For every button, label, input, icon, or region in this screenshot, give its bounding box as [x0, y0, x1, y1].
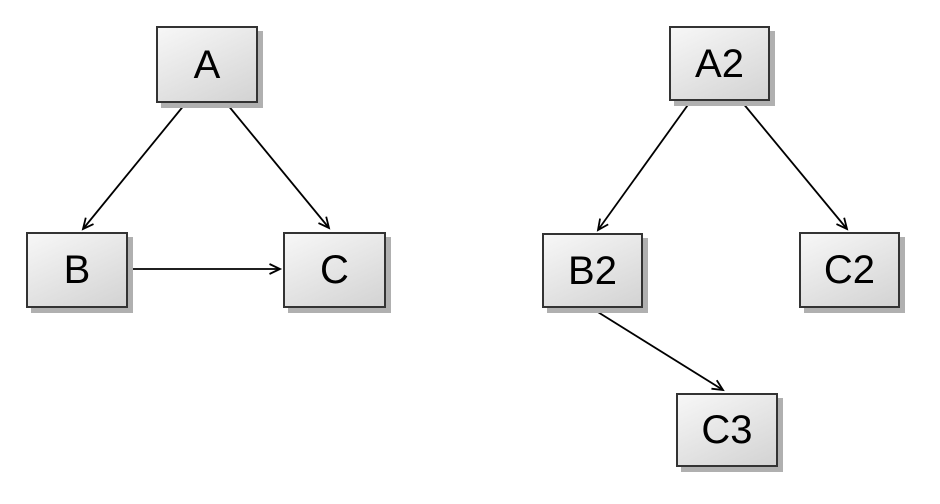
node-label: C2 [823, 248, 876, 292]
node-label: C [320, 248, 349, 292]
edge-A2-to-C2[interactable] [741, 101, 849, 231]
node-label: B2 [568, 248, 617, 293]
edge-B2-to-C3[interactable] [592, 308, 725, 392]
node-A2[interactable]: A2 [669, 26, 770, 101]
node-B2[interactable]: B2 [542, 233, 643, 308]
node-label: A [193, 42, 221, 87]
node-label: B [63, 248, 91, 292]
node-B[interactable]: B [26, 232, 128, 308]
node-C[interactable]: C [283, 232, 386, 308]
node-C3[interactable]: C3 [676, 393, 778, 467]
edge-A-to-C[interactable] [226, 103, 331, 230]
node-label: A2 [695, 41, 744, 86]
node-label: C3 [701, 408, 753, 452]
node-C2[interactable]: C2 [799, 232, 900, 308]
node-A[interactable]: A [156, 26, 258, 103]
edge-A-to-B[interactable] [81, 103, 186, 231]
edge-A2-to-B2[interactable] [596, 101, 691, 232]
